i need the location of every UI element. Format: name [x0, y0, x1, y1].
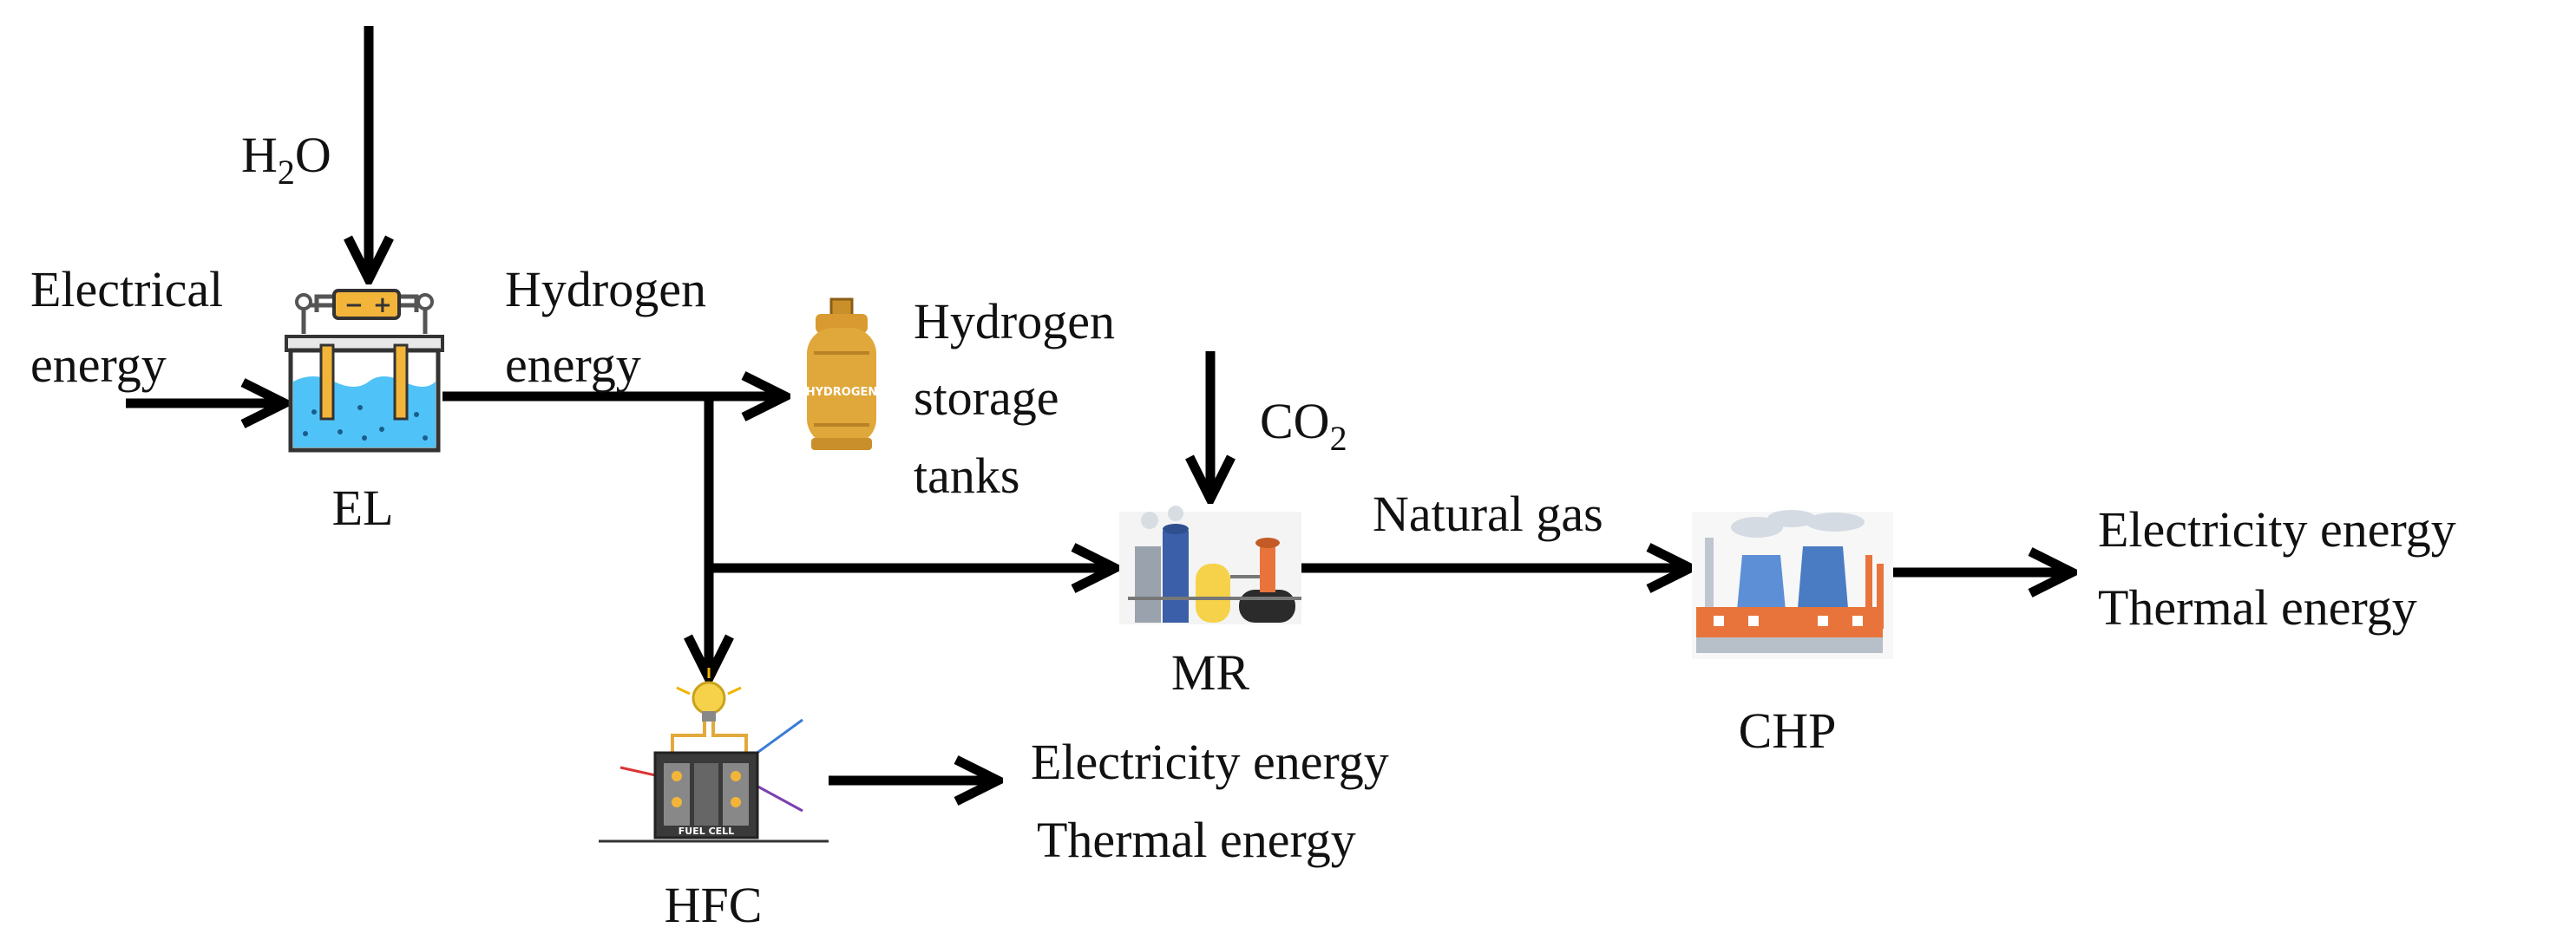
- chp-plant-icon: [1692, 510, 1893, 659]
- electrical-energy-label-line2: energy: [30, 336, 167, 393]
- svg-text:+: +: [373, 292, 392, 318]
- methanation-plant-icon: [1119, 506, 1301, 624]
- storage-label-line2: storage: [914, 369, 1059, 426]
- chp-label: CHP: [1739, 702, 1837, 759]
- hydrogen-energy-label-line2: energy: [505, 336, 641, 393]
- co2-label: CO2: [1260, 393, 1347, 458]
- water-label: H2O: [241, 127, 331, 192]
- fuel-cell-label: FUEL CELL: [678, 826, 734, 837]
- svg-text:−: −: [344, 292, 364, 318]
- el-label: EL: [332, 480, 394, 536]
- storage-label-line1: Hydrogen: [914, 293, 1115, 349]
- electrical-energy-label: Electrical: [30, 261, 223, 317]
- hfc-output-thermal: Thermal energy: [1037, 812, 1356, 868]
- chp-output-electricity: Electricity energy: [2098, 501, 2456, 558]
- hydrogen-tank-icon: HYDROGEN: [806, 297, 878, 450]
- flow-arrows: [126, 26, 2072, 780]
- natural-gas-label: Natural gas: [1373, 486, 1603, 542]
- hfc-output-electricity: Electricity energy: [1031, 734, 1389, 790]
- electrolyzer-icon: − +: [285, 289, 444, 453]
- hfc-label: HFC: [665, 877, 763, 933]
- chp-output-thermal: Thermal energy: [2098, 579, 2417, 636]
- mr-label: MR: [1171, 644, 1250, 701]
- tank-label: HYDROGEN: [806, 386, 878, 399]
- hydrogen-energy-label: Hydrogen: [505, 261, 706, 317]
- storage-label-line3: tanks: [914, 447, 1019, 504]
- fuel-cell-icon: FUEL CELL: [599, 668, 829, 843]
